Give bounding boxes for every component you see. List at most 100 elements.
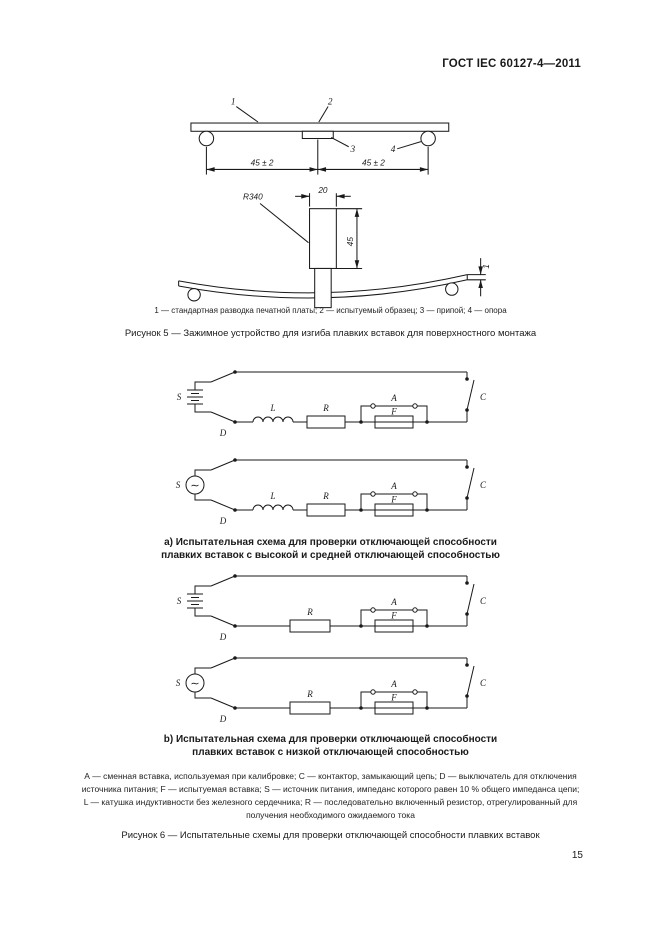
caption-b-line1: b) Испытательная схема для проверки откл… <box>163 734 498 745</box>
switch-c <box>465 372 475 422</box>
wiring <box>235 657 467 709</box>
dimension-radius: R340 <box>243 192 263 201</box>
caption-b-line2: плавких вставок с низкой отключающей спо… <box>192 747 469 758</box>
source-label: S <box>177 392 182 402</box>
svg-text:∼: ∼ <box>190 678 199 690</box>
switch-c-label: C <box>480 678 487 688</box>
calibration-link-label: A <box>390 679 397 689</box>
switch-c-label: C <box>480 480 487 490</box>
calibration-branch <box>359 607 429 628</box>
dimension-20: 20 <box>295 186 351 207</box>
wiring <box>235 371 467 423</box>
legend-line-1: А — сменная вставка, используемая при ка… <box>84 771 577 781</box>
switch-c-label: C <box>480 596 487 606</box>
source-label: S <box>176 678 181 688</box>
resistor-label: R <box>306 607 313 617</box>
switch-d <box>210 370 237 424</box>
fuse-symbol <box>374 619 414 633</box>
switch-d-label: D <box>219 428 227 438</box>
legend-line-4: получения необходимого ожидаемого тока <box>246 810 415 820</box>
inductor-label: L <box>269 491 275 501</box>
calibration-link-label: A <box>390 481 397 491</box>
resistor-symbol <box>306 415 346 429</box>
calibration-branch <box>359 491 429 512</box>
switch-d-label: D <box>219 516 227 526</box>
fuse-symbol <box>374 415 414 429</box>
resistor-symbol <box>289 701 331 715</box>
legend-line-2: источника питания; F — испытуемая вставк… <box>81 784 580 794</box>
wiring <box>235 459 467 511</box>
figure6-caption-a: а) Испытательная схема для проверки откл… <box>0 536 661 562</box>
ac-source-icon: ∼ <box>185 667 211 699</box>
switch-c-label: C <box>480 392 487 402</box>
figure6-caption: Рисунок 6 — Испытательные схемы для пров… <box>121 830 540 841</box>
switch-d-label: D <box>219 714 227 724</box>
legend-line-3: L — катушка индуктивности без железного … <box>83 797 578 807</box>
figure6-caption-b: b) Испытательная схема для проверки откл… <box>0 733 661 759</box>
pusher-block <box>309 208 337 309</box>
circuit-high-breaking-ac: ∼ S D L R A <box>176 458 487 526</box>
figure5-bend-view-drawing: R340 20 45 1 <box>178 186 491 309</box>
fuse-label: F <box>390 407 397 417</box>
dimension-lines <box>205 139 429 175</box>
switch-d <box>210 458 237 512</box>
dimension-45-right: 45 ± 2 <box>362 158 385 167</box>
wiring <box>235 575 467 627</box>
resistor-symbol <box>306 503 346 517</box>
ac-source-icon: ∼ <box>185 469 211 501</box>
page-number: 15 <box>571 850 583 861</box>
svg-text:1: 1 <box>482 264 491 269</box>
resistor-label: R <box>322 491 329 501</box>
battery-icon <box>187 585 211 617</box>
callout-3: 3 <box>350 145 356 155</box>
dimension-thickness: 1 <box>467 258 491 297</box>
calibration-link-label: A <box>390 393 397 403</box>
inductor-symbol <box>252 416 294 423</box>
switch-d-label: D <box>219 632 227 642</box>
callout-leaders <box>236 106 422 150</box>
pcb-board <box>190 122 450 140</box>
fuse-symbol <box>374 503 414 517</box>
source-label: S <box>177 596 182 606</box>
support-roller-right <box>420 130 436 147</box>
callout-1: 1 <box>231 97 236 107</box>
fuse-label: F <box>390 495 397 505</box>
inductor-symbol <box>252 504 294 511</box>
calibration-branch <box>359 403 429 424</box>
circuit-low-breaking-ac: ∼ S D R A F <box>176 656 487 724</box>
source-label: S <box>176 480 181 490</box>
switch-c <box>465 576 475 626</box>
circuit-high-breaking-dc: S D L R A F <box>177 370 487 438</box>
switch-c <box>465 460 475 510</box>
support-roller-left <box>198 130 215 147</box>
figure5-caption: Рисунок 5 — Зажимное устройство для изги… <box>124 328 537 339</box>
svg-text:∼: ∼ <box>190 480 199 492</box>
dimension-45-left: 45 ± 2 <box>251 158 274 167</box>
fuse-label: F <box>390 693 397 703</box>
switch-d <box>210 574 237 628</box>
figure6-legend: А — сменная вставка, используемая при ка… <box>0 770 661 822</box>
callout-4: 4 <box>391 145 396 155</box>
svg-text:20: 20 <box>317 186 328 195</box>
support-roller-left <box>187 288 201 302</box>
calibration-link-label: A <box>390 597 397 607</box>
document-header: ГОСТ IEC 60127-4—2011 <box>442 58 581 70</box>
resistor-label: R <box>322 403 329 413</box>
test-specimen <box>301 130 334 140</box>
switch-c <box>465 658 475 708</box>
inductor-label: L <box>269 403 275 413</box>
fuse-symbol <box>374 701 414 715</box>
dimension-45-vertical: 45 <box>336 208 363 269</box>
caption-a-line2: плавких вставок с высокой и средней откл… <box>161 550 500 561</box>
caption-a-line1: а) Испытательная схема для проверки откл… <box>164 537 497 548</box>
battery-icon <box>187 381 211 413</box>
radius-leader <box>259 203 309 244</box>
calibration-branch <box>359 689 429 710</box>
resistor-symbol <box>289 619 331 633</box>
figure5-top-view-drawing: 1 2 3 4 45 ± 2 45 ± 2 <box>190 97 450 175</box>
svg-text:45: 45 <box>346 237 355 247</box>
support-roller-right <box>445 282 459 296</box>
circuit-low-breaking-dc: S D R A F <box>177 574 487 642</box>
callout-2: 2 <box>328 97 333 107</box>
